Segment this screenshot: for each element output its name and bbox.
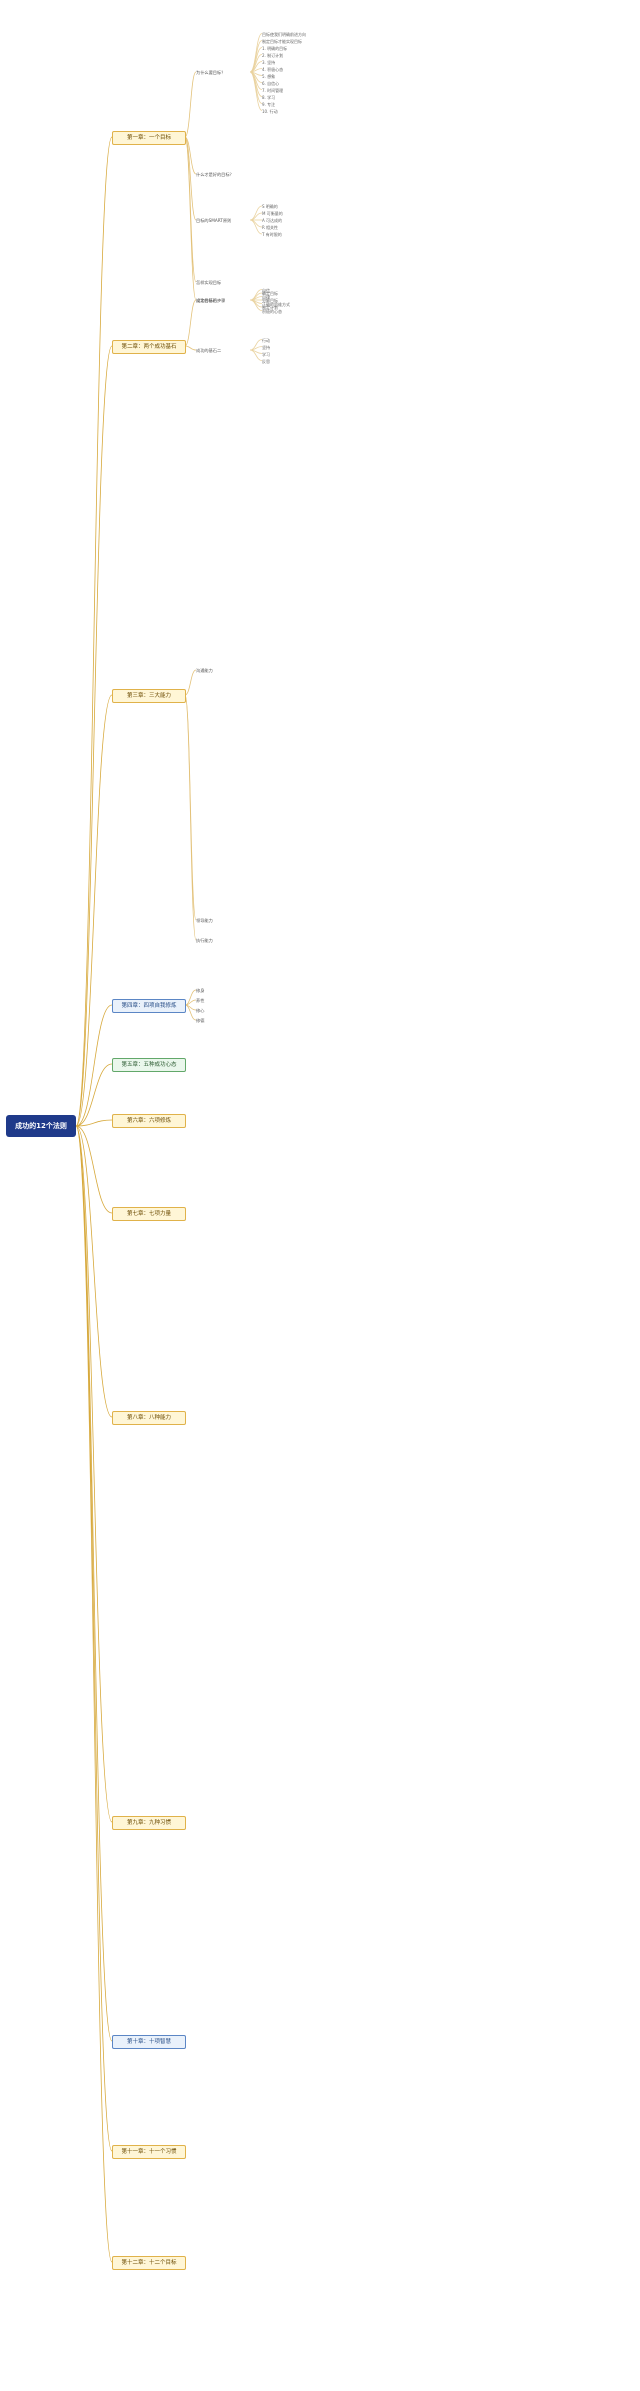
link-line [184,136,197,221]
topic-item[interactable]: 设定目标的步骤 [196,298,226,303]
topic-item[interactable]: 领导能力 [196,918,213,923]
subtopic-item: 7. 时间管理 [262,87,284,93]
link-line [249,349,263,361]
subtopic-item: 制定计划 [262,305,278,310]
subtopic-item: R 相关性 [262,225,279,230]
subtopic-item: 3. 坚持 [262,59,276,65]
chapter-node[interactable]: 第一章：一个目标 [112,131,186,145]
subtopic-item: 自律 [262,294,270,300]
link-line [75,1125,113,1823]
subtopic-item: 正确的思维方式 [262,301,290,307]
link-line [249,71,263,111]
topic-item[interactable]: 修身 [196,988,205,993]
subtopic-item: A 可达成的 [262,218,283,223]
link-line [75,1004,113,1127]
link-line [249,219,263,235]
topic-item[interactable]: 成功的基石二 [196,348,222,353]
link-line [184,1004,197,1021]
topic-item[interactable]: 养性 [196,998,205,1003]
topic-item[interactable]: 修德 [196,1018,205,1023]
link-line [184,694,197,941]
subtopic-item: 8. 学习 [262,94,276,100]
link-line [75,1119,113,1127]
link-line [75,1125,113,1418]
chapter-node[interactable]: 第九章：九种习惯 [112,1816,186,1830]
link-line [75,136,113,1127]
chapter-node[interactable]: 第五章：五种成功心态 [112,1058,186,1072]
chapter-node[interactable]: 第七章：七项力量 [112,1207,186,1221]
link-line [75,1125,113,2263]
topic-item[interactable]: 目标的SMART原则 [196,218,232,223]
link-line [75,1125,113,2042]
subtopic-item: T 有时限的 [262,232,282,237]
link-line [75,1063,113,1127]
link-line [184,299,197,347]
chapter-node[interactable]: 第二章：两个成功基石 [112,340,186,354]
link-line [249,346,263,351]
link-line [184,136,197,301]
subtopic-item: 目标使我们明确前进方向 [262,31,306,37]
link-line [184,669,197,696]
subtopic-item: 9. 专注 [262,101,276,107]
subtopic-item: 行动 [262,337,270,343]
chapter-node[interactable]: 第四章：四项自我修炼 [112,999,186,1013]
topic-item[interactable]: 执行能力 [196,938,213,943]
topic-item[interactable]: 什么才是好的目标？ [196,172,234,177]
link-line [75,1125,113,1214]
subtopic-item: 1. 明确的目标 [262,45,288,51]
link-line [184,71,197,138]
topic-item[interactable]: 怎样实现目标 [196,280,222,285]
subtopic-item: 4. 积极心态 [262,66,284,72]
chapter-node[interactable]: 第三章：三大能力 [112,689,186,703]
topic-item[interactable]: 成功的基石一 [196,298,222,303]
chapter-node[interactable]: 第十二章：十二个目标 [112,2256,186,2270]
chapter-node[interactable]: 第六章：六项修炼 [112,1114,186,1128]
root-node[interactable]: 成功的12个法则 [6,1115,76,1137]
subtopic-item: M 可衡量的 [262,211,283,216]
subtopic-item: 6. 自信心 [262,80,280,86]
chapter-node[interactable]: 第八章：八种能力 [112,1411,186,1425]
subtopic-item: 制定目标才能实现目标 [262,38,302,44]
chapter-node[interactable]: 第十一章：十一个习惯 [112,2145,186,2159]
link-line [184,345,197,351]
link-line [75,694,113,1127]
subtopic-item: 自信 [262,287,270,293]
subtopic-item: 坚持 [262,344,270,350]
topic-item[interactable]: 沟通能力 [196,668,213,673]
topic-item[interactable]: 修心 [196,1008,205,1013]
subtopic-item: 积极的心态 [262,308,282,314]
topic-item[interactable]: 为什么要目标？ [196,70,226,75]
subtopic-item: 10. 行动 [262,108,278,114]
chapter-node[interactable]: 第十章：十项智慧 [112,2035,186,2049]
subtopic-item: 分解目标 [262,298,278,303]
link-line [249,299,263,311]
subtopic-item: 反思 [262,358,270,364]
subtopic-item: 确定目标 [262,291,278,296]
link-line [75,345,113,1127]
subtopic-item: 2. 制订计划 [262,52,284,58]
link-line [75,1125,113,2152]
subtopic-item: 学习 [262,351,270,357]
subtopic-item: S 明确的 [262,204,278,209]
subtopic-item: 5. 想象 [262,73,276,79]
